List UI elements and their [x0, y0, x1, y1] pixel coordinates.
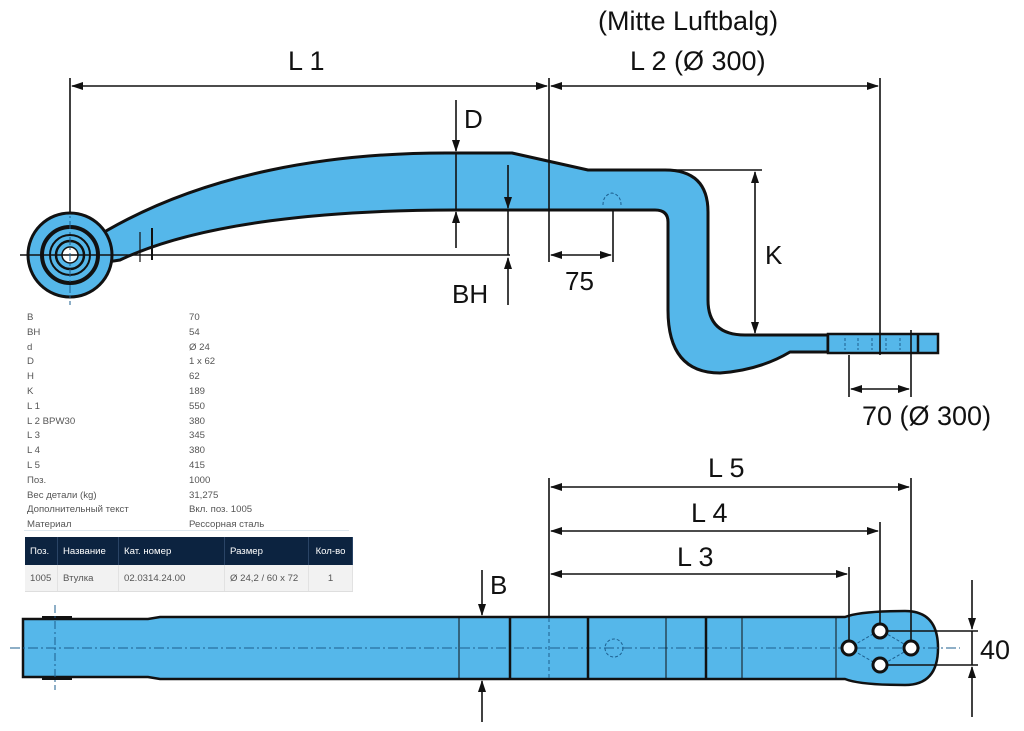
side-dimensions: [69, 78, 912, 397]
spec-key: Поз.: [27, 474, 47, 486]
col-header-pos: Поз.: [25, 537, 58, 565]
spec-value: 380: [189, 415, 206, 427]
label-75: 75: [565, 266, 594, 296]
spec-row: L 3 345: [27, 429, 264, 444]
label-l4: L 4: [691, 498, 728, 528]
top-dimensions: [478, 478, 978, 722]
label-l2: L 2 (Ø 300): [630, 46, 766, 76]
col-header-qty: Кол-во: [308, 537, 353, 565]
bolt-hole: [902, 639, 920, 657]
label-l3: L 3: [677, 542, 714, 572]
spec-key: L 4: [27, 445, 40, 457]
parts-table: Поз. Название Кат. номер Размер Кол-во 1…: [25, 537, 353, 592]
spec-key: H: [27, 371, 34, 383]
spec-row: B 70: [27, 311, 264, 326]
spec-key: L 2 BPW30: [27, 415, 76, 427]
spec-row: L 1 550: [27, 400, 264, 415]
spec-row: D 1 x 62: [27, 355, 264, 370]
col-header-cat-number: Кат. номер: [118, 537, 225, 565]
spec-value: Рессорная сталь: [189, 519, 265, 531]
label-b: B: [490, 570, 507, 600]
spec-row: K 189: [27, 385, 264, 400]
cell-qty: 1: [308, 565, 353, 592]
spec-value: 345: [189, 430, 206, 442]
top-view: [10, 605, 960, 690]
label-l5: L 5: [708, 453, 745, 483]
label-mitte-luftbalg: (Mitte Luftbalg): [598, 6, 778, 36]
cell-size: Ø 24,2 / 60 x 72: [224, 565, 309, 592]
divider: [24, 530, 349, 531]
col-header-name: Название: [57, 537, 119, 565]
col-header-size: Размер: [224, 537, 309, 565]
spec-key: Вес детали (kg): [27, 489, 97, 501]
spec-key: Материал: [27, 519, 72, 531]
spec-value: 54: [189, 326, 200, 338]
spec-value: 380: [189, 445, 206, 457]
spec-row: L 5 415: [27, 459, 264, 474]
spec-key: d: [27, 341, 33, 353]
label-40: 40: [980, 635, 1010, 665]
cell-cat-number: 02.0314.24.00: [118, 565, 225, 592]
label-bh: BH: [452, 279, 488, 309]
spec-value: 189: [189, 385, 206, 397]
spec-row: Поз. 1000: [27, 474, 264, 489]
spec-row: H 62: [27, 370, 264, 385]
bolt-hole: [871, 656, 889, 674]
spec-row: BH 54: [27, 326, 264, 341]
label-l1: L 1: [288, 46, 325, 76]
spec-key: L 1: [27, 400, 40, 412]
spec-value: 415: [189, 459, 206, 471]
spec-value: Вкл. поз. 1005: [189, 504, 253, 516]
spec-row: Материал Рессорная сталь: [27, 518, 264, 533]
spec-value: 31,275: [189, 489, 219, 501]
spec-row: Вес детали (kg) 31,275: [27, 489, 264, 504]
label-d: D: [464, 104, 483, 134]
table-row: 1005 Втулка 02.0314.24.00 Ø 24,2 / 60 x …: [25, 565, 353, 592]
label-k: K: [765, 240, 783, 270]
spec-value: 1000: [189, 474, 211, 486]
spec-row: d Ø 24: [27, 341, 264, 356]
bolt-hole: [871, 622, 889, 640]
bolt-hole: [840, 639, 858, 657]
spec-key: BH: [27, 326, 41, 338]
spec-row: L 4 380: [27, 444, 264, 459]
spec-row: L 2 BPW30 380: [27, 415, 264, 430]
cell-pos: 1005: [25, 565, 58, 592]
spec-value: 70: [189, 312, 200, 323]
spec-key: K: [27, 385, 34, 397]
spec-value: 550: [189, 400, 206, 412]
spec-row: Дополнительный текст Вкл. поз. 1005: [27, 503, 264, 518]
side-view: [20, 151, 940, 375]
spec-key: L 3: [27, 430, 40, 442]
spec-value: 1 x 62: [189, 356, 216, 368]
spec-value: Ø 24: [189, 341, 210, 353]
spec-value: 62: [189, 371, 200, 383]
spec-key: B: [27, 312, 34, 323]
spec-key: Дополнительный текст: [27, 504, 129, 516]
spec-key: L 5: [27, 459, 40, 471]
label-70-o300: 70 (Ø 300): [862, 401, 991, 431]
leaf-profile: [86, 151, 830, 375]
spec-key: D: [27, 356, 34, 368]
cell-name: Втулка: [57, 565, 119, 592]
